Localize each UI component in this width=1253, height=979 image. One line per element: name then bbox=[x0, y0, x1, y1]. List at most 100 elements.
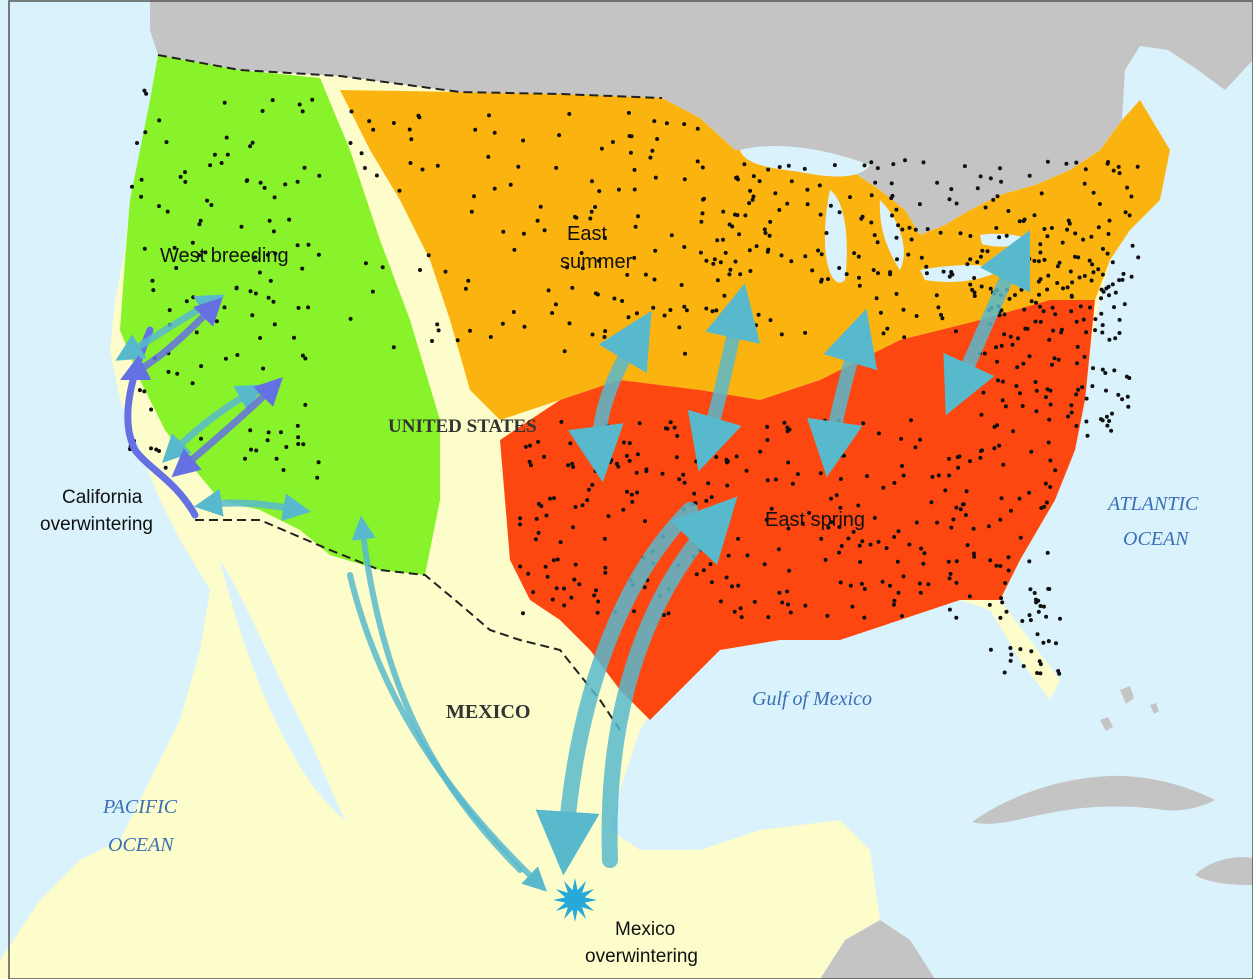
sighting-dot bbox=[1038, 671, 1043, 676]
sighting-dot bbox=[871, 268, 876, 272]
sighting-dot bbox=[1107, 218, 1112, 223]
sighting-dot bbox=[1117, 171, 1122, 176]
sighting-dot bbox=[1075, 344, 1080, 349]
sighting-dot bbox=[837, 266, 842, 270]
sighting-dot bbox=[1053, 468, 1058, 473]
sighting-dot bbox=[1105, 161, 1110, 166]
canada-landmass bbox=[150, 0, 1253, 235]
sighting-dot bbox=[297, 102, 302, 107]
sighting-dot bbox=[694, 572, 699, 577]
sighting-dot bbox=[224, 135, 229, 140]
sighting-dot bbox=[742, 162, 747, 167]
sighting-dot bbox=[626, 315, 631, 320]
sighting-dot bbox=[906, 252, 911, 257]
sighting-dot bbox=[630, 499, 635, 504]
sighting-dot bbox=[958, 231, 963, 236]
sighting-dot bbox=[367, 119, 372, 124]
sighting-dot bbox=[542, 454, 547, 459]
sighting-dot bbox=[234, 285, 239, 290]
sighting-dot bbox=[569, 595, 574, 600]
sighting-dot bbox=[832, 163, 837, 168]
sighting-dot bbox=[946, 559, 951, 564]
sighting-dot bbox=[272, 195, 277, 200]
sighting-dot bbox=[1006, 568, 1011, 573]
sighting-dot bbox=[980, 248, 985, 253]
sighting-dot bbox=[947, 456, 951, 461]
sighting-dot bbox=[567, 321, 572, 326]
sighting-dot bbox=[1100, 330, 1105, 335]
sighting-dot bbox=[839, 544, 844, 548]
sighting-dot bbox=[1042, 227, 1047, 231]
sighting-dot bbox=[594, 588, 598, 593]
sighting-dot bbox=[880, 579, 885, 584]
sighting-dot bbox=[1009, 508, 1013, 513]
sighting-dot bbox=[704, 258, 709, 263]
migration-arrow-west-2 bbox=[119, 297, 223, 381]
sighting-dot bbox=[554, 586, 559, 591]
sighting-dot bbox=[632, 187, 637, 192]
sighting-dot bbox=[1130, 243, 1135, 248]
sighting-dot bbox=[1034, 300, 1038, 305]
sighting-dot bbox=[702, 196, 706, 201]
sighting-dot bbox=[846, 536, 851, 541]
sighting-dot bbox=[1043, 481, 1048, 486]
sighting-dot bbox=[953, 329, 958, 334]
sighting-dot bbox=[1075, 361, 1079, 366]
sighting-dot bbox=[652, 277, 657, 282]
sighting-dot bbox=[848, 583, 853, 588]
sighting-dot bbox=[982, 351, 987, 356]
sighting-dot bbox=[978, 449, 983, 453]
label-pacific-1: PACIFIC bbox=[102, 796, 178, 818]
sighting-dot bbox=[939, 312, 943, 317]
sighting-dot bbox=[889, 181, 894, 186]
sighting-dot bbox=[1093, 328, 1097, 333]
sighting-dot bbox=[1048, 458, 1053, 463]
sighting-dot bbox=[954, 505, 959, 510]
sighting-dot bbox=[562, 603, 567, 608]
sighting-dot bbox=[621, 507, 626, 512]
sighting-dot bbox=[199, 436, 203, 441]
sighting-dot bbox=[1034, 388, 1039, 393]
sighting-dot bbox=[257, 270, 262, 275]
sighting-dot bbox=[795, 472, 800, 477]
sighting-dot bbox=[894, 291, 899, 296]
label-united-states: UNITED STATES bbox=[388, 416, 537, 437]
label-gulf-of-mexico: Gulf of Mexico bbox=[752, 688, 872, 710]
sighting-dot bbox=[994, 268, 999, 273]
sighting-dot bbox=[157, 204, 161, 209]
sighting-dot bbox=[653, 248, 658, 253]
sighting-dot bbox=[295, 423, 300, 428]
sighting-dot bbox=[296, 442, 301, 446]
sighting-dot bbox=[1041, 640, 1046, 645]
sighting-dot bbox=[737, 232, 742, 237]
sighting-dot bbox=[316, 252, 321, 257]
sighting-dot bbox=[968, 257, 973, 262]
sighting-dot bbox=[579, 251, 584, 255]
sighting-dot bbox=[265, 252, 270, 257]
sighting-dot bbox=[642, 585, 647, 590]
sighting-dot bbox=[965, 262, 970, 267]
sighting-dot bbox=[998, 564, 1003, 568]
sighting-dot bbox=[1100, 272, 1105, 277]
sighting-dot bbox=[521, 611, 525, 616]
sighting-dot bbox=[1038, 604, 1043, 608]
sighting-dot bbox=[1046, 440, 1051, 445]
sighting-dot bbox=[704, 306, 709, 311]
sighting-dot bbox=[1120, 397, 1125, 402]
sighting-dot bbox=[1046, 639, 1051, 644]
sighting-dot bbox=[688, 523, 693, 528]
sighting-dot bbox=[142, 389, 147, 394]
sighting-dot bbox=[362, 166, 367, 170]
sighting-dot bbox=[891, 602, 896, 607]
label-pacific-2: OCEAN bbox=[108, 834, 175, 856]
sighting-dot bbox=[896, 529, 901, 534]
sighting-dot bbox=[997, 235, 1002, 240]
sighting-dot bbox=[1056, 357, 1061, 362]
mexico-overwintering-star bbox=[553, 878, 597, 922]
sighting-dot bbox=[1096, 225, 1101, 230]
sighting-dot bbox=[317, 173, 322, 178]
sighting-dot bbox=[773, 191, 778, 196]
sighting-dot bbox=[994, 563, 999, 568]
sighting-dot bbox=[963, 513, 968, 517]
sighting-dot bbox=[248, 428, 253, 433]
